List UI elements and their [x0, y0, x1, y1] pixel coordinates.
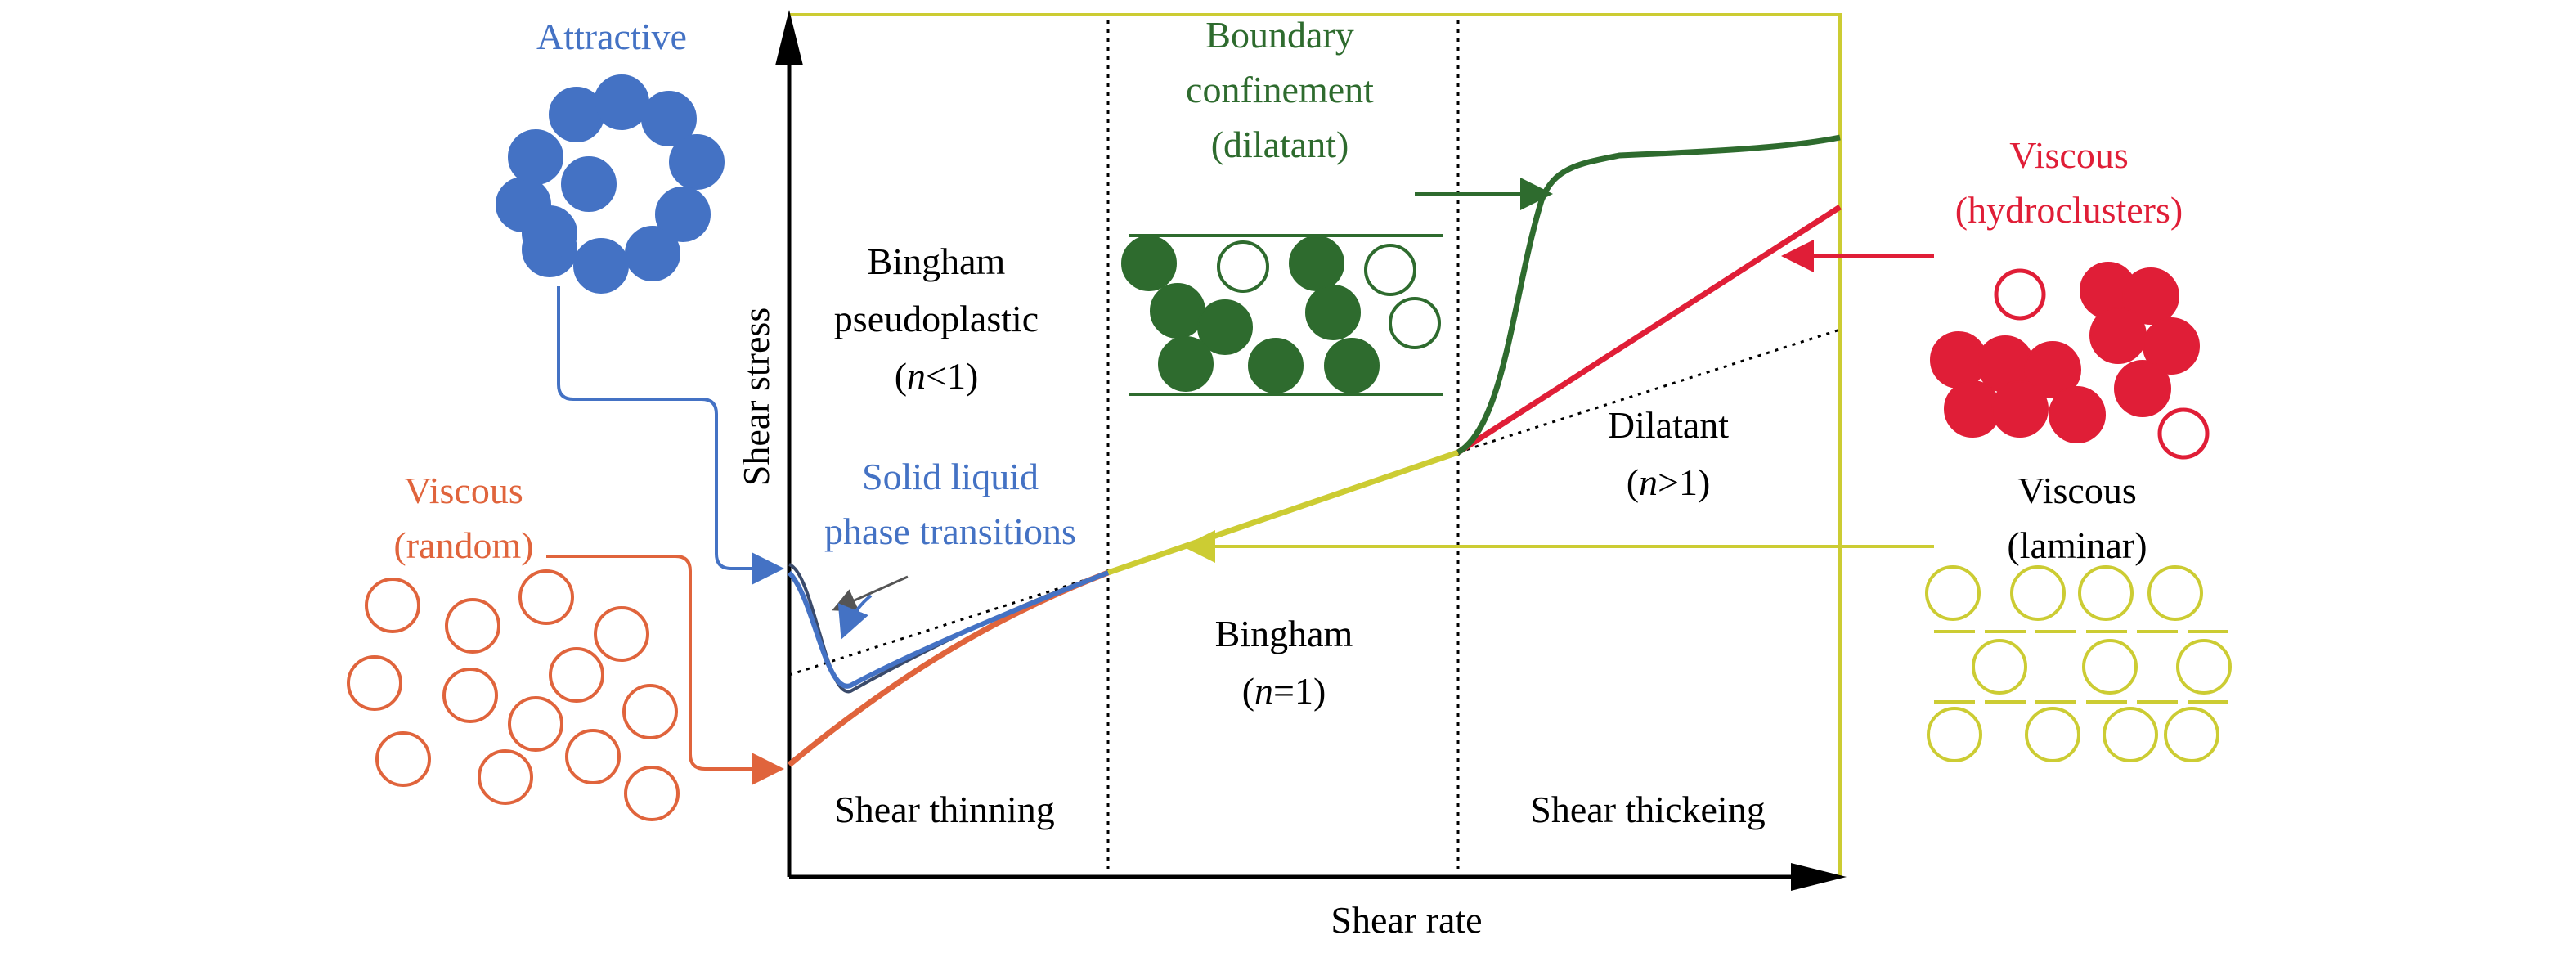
label-hydroclusters-1: Viscous [2009, 134, 2128, 176]
region-shear-thinning: Shear thinning [834, 789, 1055, 830]
random-particle-group [347, 569, 680, 821]
label-hydroclusters-2: (hydroclusters) [1955, 189, 2183, 231]
y-axis-arrowhead-icon [775, 10, 803, 65]
particle-circle-icon [561, 156, 617, 212]
particle-circle-icon [442, 668, 498, 723]
particle-circle-icon [594, 74, 649, 130]
label-boundary-2: confinement [1186, 69, 1374, 110]
particle-circle-icon [1197, 299, 1253, 355]
laminar-particle-group [1925, 565, 2232, 762]
particle-circle-icon [2164, 707, 2219, 762]
particle-circle-icon [2078, 565, 2134, 621]
label-viscous-random-1: Viscous [404, 470, 523, 511]
particle-circle-icon [1305, 285, 1361, 340]
particle-circle-icon [2147, 565, 2203, 621]
particle-circle-icon [1121, 236, 1177, 291]
label-solid-liquid-2: phase transitions [824, 510, 1076, 552]
particle-circle-icon [625, 226, 680, 281]
attractive-particle-cluster [496, 74, 725, 294]
particle-circle-icon [2143, 317, 2200, 375]
particle-circle-icon [347, 655, 402, 711]
model-dilatant-line1: Dilatant [1608, 404, 1729, 446]
region-shear-thickening: Shear thickeing [1530, 789, 1765, 830]
boundary-curve [1456, 134, 1841, 456]
laminar-curve [1106, 449, 1460, 576]
particle-circle-icon [1324, 338, 1380, 393]
particle-circle-icon [1158, 336, 1214, 392]
label-boundary-3: (dilatant) [1211, 124, 1349, 165]
solid-liquid-curve-dark [788, 563, 1109, 694]
hydrocluster-particle-group [1930, 262, 2210, 460]
particle-circle-icon [2114, 360, 2171, 417]
particle-circle-icon [1927, 707, 1982, 762]
label-viscous-random-2: (random) [393, 524, 533, 566]
particle-circle-icon [522, 205, 577, 261]
random-arrow [546, 555, 784, 785]
label-laminar-1: Viscous [2017, 470, 2136, 511]
solid-liquid-pointer [832, 575, 909, 612]
random-curve [787, 569, 1110, 767]
particle-circle-icon [1925, 565, 1981, 621]
x-axis-arrowhead-icon [1791, 863, 1847, 891]
particle-circle-icon [549, 647, 604, 703]
particle-circle-icon [1389, 297, 1441, 349]
particle-circle-icon [2024, 341, 2081, 398]
particle-circle-icon [2176, 639, 2232, 695]
plot-frame [789, 13, 1842, 877]
particle-circle-icon [1289, 236, 1344, 291]
particle-circle-icon [624, 766, 680, 821]
pseudoplastic-reference-line [788, 571, 1109, 677]
particle-circle-icon [594, 606, 649, 662]
label-laminar-2: (laminar) [2007, 524, 2147, 566]
particle-circle-icon [508, 129, 563, 185]
particle-circle-icon [641, 91, 697, 146]
model-bingham-pseudoplastic-index: (n<1) [895, 355, 979, 397]
particle-circle-icon [1991, 380, 2049, 438]
model-bingham-pseudoplastic-line2: pseudoplastic [834, 298, 1039, 339]
particle-circle-icon [2025, 707, 2080, 762]
solid-liquid-arrow [837, 594, 873, 640]
particle-circle-icon [622, 684, 678, 739]
boundary-particle-group [1121, 236, 1441, 393]
label-solid-liquid-1: Solid liquid [862, 456, 1039, 497]
particle-circle-icon [1248, 338, 1304, 393]
particle-circle-icon [2157, 407, 2210, 460]
attractive-curve [787, 570, 1110, 689]
particle-circle-icon [2089, 307, 2147, 364]
particle-circle-icon [1972, 639, 2027, 695]
particle-circle-icon [508, 696, 563, 752]
particle-circle-icon [365, 578, 420, 633]
particle-circle-icon [2122, 267, 2179, 325]
hydrocluster-curve [1456, 205, 1842, 455]
particle-circle-icon [375, 731, 431, 787]
model-bingham-pseudoplastic-line1: Bingham [868, 240, 1006, 282]
x-axis-label: Shear rate [1331, 899, 1482, 941]
particle-circle-icon [2010, 565, 2066, 621]
particle-circle-icon [2103, 707, 2158, 762]
particle-circle-icon [445, 598, 500, 654]
label-boundary-1: Boundary [1205, 14, 1353, 56]
particle-circle-icon [1994, 268, 2046, 321]
particle-circle-icon [669, 134, 725, 190]
model-bingham-line1: Bingham [1215, 613, 1353, 654]
particle-circle-icon [565, 729, 621, 784]
particle-circle-icon [2049, 386, 2106, 443]
particle-circle-icon [518, 569, 574, 625]
y-axis-label: Shear stress [735, 308, 777, 486]
attractive-arrow [557, 286, 784, 585]
particle-circle-icon [478, 749, 533, 805]
particle-circle-icon [573, 238, 629, 294]
model-bingham-index: (n=1) [1242, 670, 1326, 712]
particle-circle-icon [1150, 283, 1205, 339]
particle-circle-icon [2082, 639, 2138, 695]
label-attractive: Attractive [536, 16, 687, 57]
model-dilatant-index: (n>1) [1627, 461, 1711, 503]
dilatant-reference-line [1457, 328, 1841, 454]
particle-circle-icon [1364, 244, 1416, 296]
particle-circle-icon [655, 187, 711, 242]
particle-circle-icon [1217, 240, 1269, 293]
